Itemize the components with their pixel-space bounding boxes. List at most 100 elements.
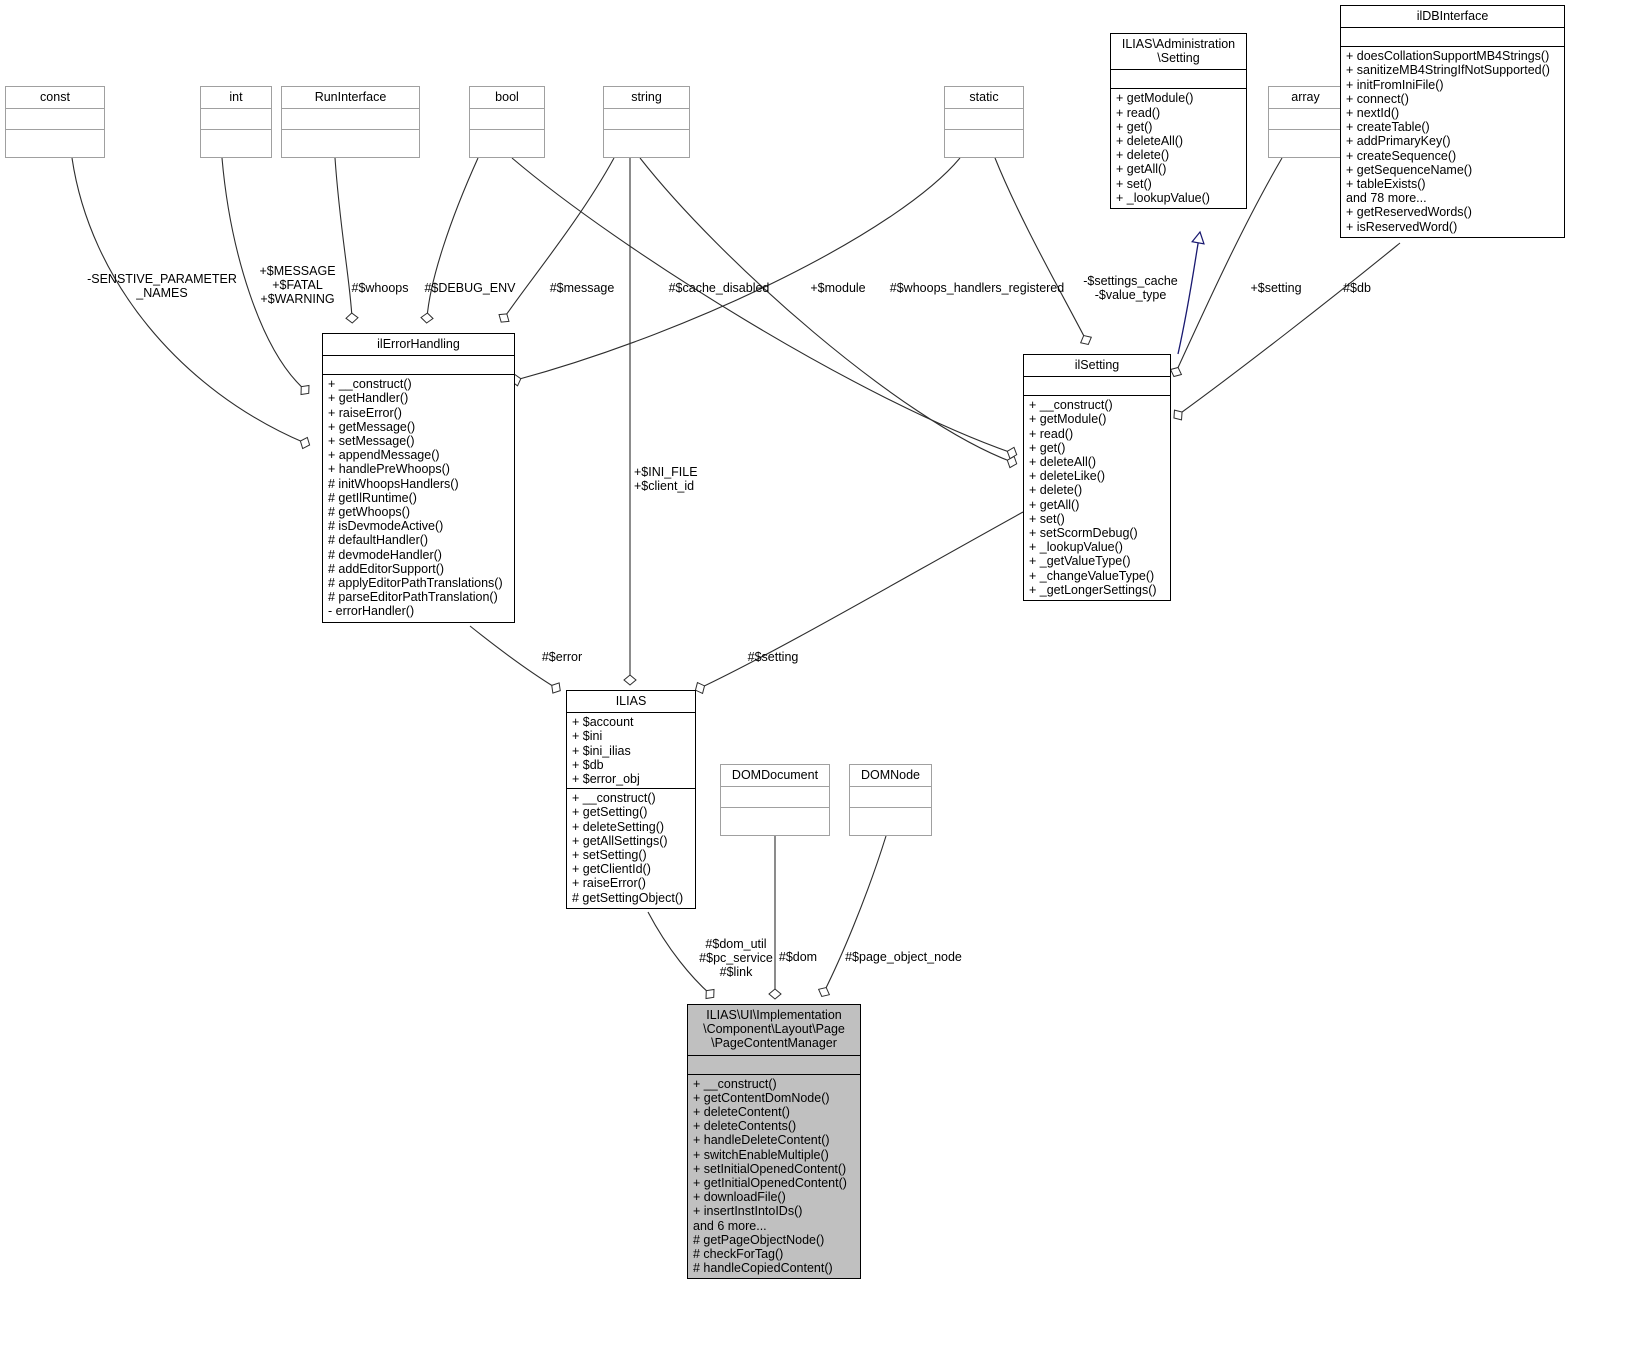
class-name-bool: bool <box>470 87 544 110</box>
edge-label-message-fatal-warning: +$MESSAGE +$FATAL +$WARNING <box>259 264 336 307</box>
class-ops-pagecontentmanager: + __construct()+ getContentDomNode()+ de… <box>688 1075 860 1279</box>
class-name-ilias: ILIAS <box>567 691 695 714</box>
edge-label-cache-disabled: #$cache_disabled <box>668 281 770 295</box>
class-box-ildbinterface[interactable]: ilDBInterface + doesCollationSupportMB4S… <box>1340 5 1565 238</box>
class-member: + initFromIniFile() <box>1346 77 1444 92</box>
class-name-ilsetting: ilSetting <box>1024 355 1170 378</box>
class-box-ilerrorhandling[interactable]: ilErrorHandling + __construct()+ getHand… <box>322 333 515 623</box>
class-box-const[interactable]: const <box>5 86 105 158</box>
class-member: + getClientId() <box>572 862 651 877</box>
class-box-ilias-administration-setting[interactable]: ILIAS\Administration \Setting + getModul… <box>1110 33 1247 210</box>
class-attrs-ilsetting <box>1024 377 1170 397</box>
class-box-domdocument[interactable]: DOMDocument <box>720 764 830 836</box>
class-member: + deleteContents() <box>693 1119 797 1134</box>
class-box-bool[interactable]: bool <box>469 86 545 158</box>
edge-bool-ilsetting-cachedisabled <box>511 157 1018 460</box>
class-member: + $ini <box>572 729 603 744</box>
class-member: + createTable() <box>1346 120 1430 135</box>
class-member: + delete() <box>1029 483 1083 498</box>
class-member: + __construct() <box>1029 398 1113 413</box>
class-name-pagecontentmanager: ILIAS\UI\Implementation \Component\Layou… <box>688 1005 860 1056</box>
class-box-string[interactable]: string <box>603 86 690 158</box>
class-attrs-array <box>1269 109 1342 131</box>
class-attrs-pagecontentmanager <box>688 1056 860 1075</box>
edge-label-whoops: #$whoops <box>351 281 409 295</box>
class-name-domdocument: DOMDocument <box>721 765 829 788</box>
class-ops-ildbinterface: + doesCollationSupportMB4Strings()+ sani… <box>1341 47 1564 237</box>
class-member: + $db <box>572 757 604 772</box>
class-member: + _getLongerSettings() <box>1029 582 1157 597</box>
class-member: + deleteLike() <box>1029 469 1106 484</box>
class-member: + __construct() <box>328 377 412 392</box>
class-member: + getInitialOpenedContent() <box>693 1176 847 1191</box>
class-member: + getSequenceName() <box>1346 162 1473 177</box>
class-ops-ilsetting: + __construct()+ getModule()+ read()+ ge… <box>1024 396 1170 600</box>
class-ops-const <box>6 130 104 153</box>
edge-label-error: #$error <box>541 650 583 664</box>
class-member: # applyEditorPathTranslations() <box>328 576 503 591</box>
class-member: + deleteAll() <box>1116 134 1184 149</box>
class-ops-domnode <box>850 808 931 831</box>
class-ops-domdocument <box>721 808 829 831</box>
edge-label-setting-ilias: #$setting <box>747 650 799 664</box>
class-name-string: string <box>604 87 689 110</box>
class-member: + appendMessage() <box>328 448 440 463</box>
class-name-ilerrorhandling: ilErrorHandling <box>323 334 514 357</box>
class-member: + deleteAll() <box>1029 455 1097 470</box>
class-member: + delete() <box>1116 148 1170 163</box>
edge-label-page-object-node: #$page_object_node <box>845 950 962 964</box>
class-ops-static <box>945 130 1023 153</box>
class-box-array[interactable]: array <box>1268 86 1343 158</box>
edge-label-ini-file-client-id: +$INI_FILE +$client_id <box>634 465 698 494</box>
class-box-int[interactable]: int <box>200 86 272 158</box>
edge-static-ilerrorhandling <box>510 157 961 387</box>
class-member: # getSettingObject() <box>572 890 684 905</box>
class-box-ilsetting[interactable]: ilSetting + __construct()+ getModule()+ … <box>1023 354 1171 602</box>
class-name-const: const <box>6 87 104 110</box>
class-member: + $error_obj <box>572 772 640 787</box>
class-box-domnode[interactable]: DOMNode <box>849 764 932 836</box>
class-name-static: static <box>945 87 1023 110</box>
class-box-ilias[interactable]: ILIAS + $account+ $ini+ $ini_ilias+ $db+… <box>566 690 696 909</box>
class-member: - errorHandler() <box>328 604 415 619</box>
edge-string-ilsetting-module <box>639 157 1018 469</box>
class-attrs-runinterface <box>282 109 419 131</box>
class-member: + addPrimaryKey() <box>1346 134 1451 149</box>
class-member: + _getValueType() <box>1029 554 1131 569</box>
class-box-pagecontentmanager[interactable]: ILIAS\UI\Implementation \Component\Layou… <box>687 1004 861 1280</box>
class-member: + sanitizeMB4StringIfNotSupported() <box>1346 63 1550 78</box>
class-box-static[interactable]: static <box>944 86 1024 158</box>
class-member: + getAll() <box>1116 162 1167 177</box>
class-member: + raiseError() <box>572 876 646 891</box>
class-member: + handleDeleteContent() <box>693 1133 830 1148</box>
class-attrs-ilias: + $account+ $ini+ $ini_ilias+ $db+ $erro… <box>567 713 695 790</box>
class-member: + deleteContent() <box>693 1105 790 1120</box>
class-ops-ilias: + __construct()+ getSetting()+ deleteSet… <box>567 789 695 908</box>
class-attrs-string <box>604 109 689 131</box>
edge-label-whoops-handlers-registered: #$whoops_handlers_registered <box>889 281 1065 295</box>
class-name-ildbinterface: ilDBInterface <box>1341 6 1564 29</box>
class-member: + setScormDebug() <box>1029 526 1138 541</box>
class-box-runinterface[interactable]: RunInterface <box>281 86 420 158</box>
class-ops-int <box>201 130 271 153</box>
class-member: + deleteSetting() <box>572 819 665 834</box>
class-member: + insertInstIntoIDs() <box>693 1204 803 1219</box>
class-member: + _lookupValue() <box>1029 540 1123 555</box>
edge-ildbinterface-ilsetting <box>1173 242 1401 421</box>
edge-label-dom: #$dom <box>778 950 818 964</box>
class-member: + getSetting() <box>572 805 648 820</box>
class-name-runinterface: RunInterface <box>282 87 419 110</box>
edge-label-settings-cache-value-type: -$settings_cache -$value_type <box>1083 274 1178 303</box>
edge-label-sensitive-parameter-names: -SENSTIVE_PARAMETER _NAMES <box>87 272 237 301</box>
class-member: + setInitialOpenedContent() <box>693 1161 847 1176</box>
class-member: # getIlRuntime() <box>328 490 417 505</box>
class-attrs-domnode <box>850 787 931 809</box>
class-attrs-ilerrorhandling <box>323 356 514 376</box>
class-member: + _changeValueType() <box>1029 568 1155 583</box>
class-ops-ilias-administration-setting: + getModule()+ read()+ get()+ deleteAll(… <box>1111 89 1246 208</box>
class-member: # handleCopiedContent() <box>693 1261 833 1276</box>
class-attrs-int <box>201 109 271 131</box>
edge-label-module: +$module <box>810 281 866 295</box>
class-member: + _lookupValue() <box>1116 190 1210 205</box>
